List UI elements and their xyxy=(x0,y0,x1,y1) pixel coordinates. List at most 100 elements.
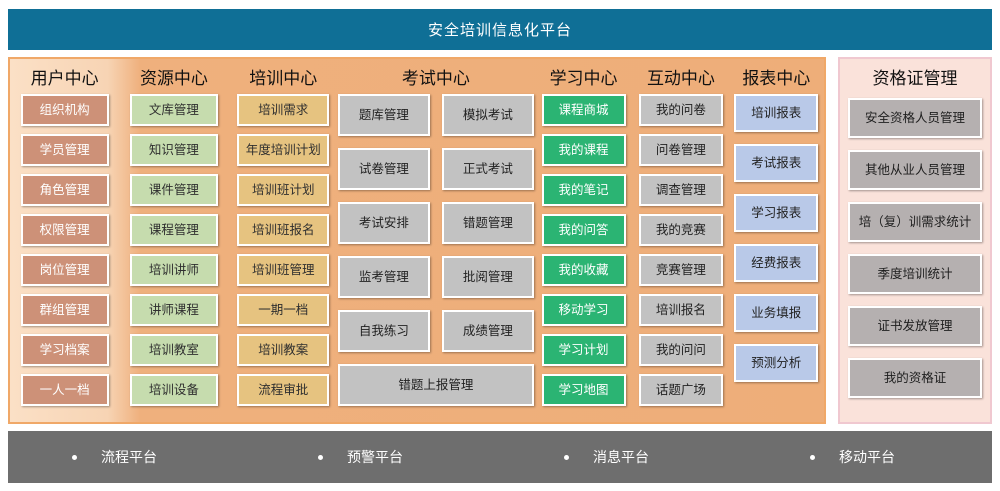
menu-button[interactable]: 组织机构 xyxy=(20,94,109,126)
button-list-study-center: 课程商城 我的课程 我的笔记 我的问答 我的收藏 移动学习 学习计划 学习地图 xyxy=(534,94,633,414)
menu-button[interactable]: 学习档案 xyxy=(20,334,109,366)
menu-button[interactable]: 我的问卷 xyxy=(638,94,723,126)
menu-button[interactable]: 岗位管理 xyxy=(20,254,109,286)
column-report-center: 报表中心 培训报表 考试报表 学习报表 经费报表 业务填报 预测分析 xyxy=(729,59,824,422)
menu-button[interactable]: 正式考试 xyxy=(441,148,534,190)
footer-item-mobile-platform[interactable]: 移动平台 xyxy=(746,447,992,467)
menu-button[interactable]: 培（复）训需求统计 xyxy=(848,202,982,242)
column-title-training-center: 培训中心 xyxy=(249,69,318,89)
footer-item-message-platform[interactable]: 消息平台 xyxy=(500,447,746,467)
bullet-icon xyxy=(318,454,323,460)
menu-button[interactable]: 年度培训计划 xyxy=(237,134,330,166)
menu-button[interactable]: 安全资格人员管理 xyxy=(848,98,982,138)
menu-button[interactable]: 培训教案 xyxy=(237,334,330,366)
menu-button[interactable]: 我的竞赛 xyxy=(638,214,723,246)
menu-button[interactable]: 知识管理 xyxy=(129,134,218,166)
menu-button-wide[interactable]: 错题上报管理 xyxy=(337,364,534,406)
main-module-panel: 用户中心 组织机构 学员管理 角色管理 权限管理 岗位管理 群组管理 学习档案 … xyxy=(8,57,826,424)
menu-button[interactable]: 流程审批 xyxy=(237,374,330,406)
menu-button[interactable]: 问卷管理 xyxy=(638,134,723,166)
column-resource-center: 资源中心 文库管理 知识管理 课件管理 课程管理 培训讲师 讲师课程 培训教室 … xyxy=(119,59,228,422)
menu-button[interactable]: 调查管理 xyxy=(638,174,723,206)
menu-button[interactable]: 错题管理 xyxy=(441,202,534,244)
menu-button[interactable]: 业务填报 xyxy=(734,294,819,332)
menu-button[interactable]: 模拟考试 xyxy=(441,94,534,136)
menu-button[interactable]: 学员管理 xyxy=(20,134,109,166)
column-title-exam-center: 考试中心 xyxy=(401,69,470,89)
page-title: 安全培训信息化平台 xyxy=(427,21,572,39)
button-list-user-center: 组织机构 学员管理 角色管理 权限管理 岗位管理 群组管理 学习档案 一人一档 xyxy=(10,94,119,414)
column-exam-center: 考试中心 题库管理 模拟考试 试卷管理 正式考试 考试安排 错题管理 监考管理 … xyxy=(337,59,534,422)
menu-button[interactable]: 题库管理 xyxy=(337,94,430,136)
menu-button[interactable]: 季度培训统计 xyxy=(848,254,982,294)
menu-button[interactable]: 课件管理 xyxy=(129,174,218,206)
menu-button[interactable]: 群组管理 xyxy=(20,294,109,326)
menu-button[interactable]: 培训报名 xyxy=(638,294,723,326)
bullet-icon xyxy=(810,454,815,460)
button-list-interaction-center: 我的问卷 问卷管理 调查管理 我的竞赛 竞赛管理 培训报名 我的问问 话题广场 xyxy=(633,94,728,414)
menu-button[interactable]: 文库管理 xyxy=(129,94,218,126)
menu-button[interactable]: 我的问答 xyxy=(541,214,626,246)
bullet-icon xyxy=(564,454,569,460)
menu-button[interactable]: 培训设备 xyxy=(129,374,218,406)
menu-button[interactable]: 培训报表 xyxy=(734,94,819,132)
menu-button[interactable]: 监考管理 xyxy=(337,256,430,298)
menu-button[interactable]: 角色管理 xyxy=(20,174,109,206)
menu-button[interactable]: 预测分析 xyxy=(734,344,819,382)
platform-footer-bar: 流程平台 预警平台 消息平台 移动平台 xyxy=(8,431,992,483)
menu-button[interactable]: 竞赛管理 xyxy=(638,254,723,286)
menu-button[interactable]: 讲师课程 xyxy=(129,294,218,326)
column-interaction-center: 互动中心 我的问卷 问卷管理 调查管理 我的竞赛 竞赛管理 培训报名 我的问问 … xyxy=(633,59,728,422)
menu-button[interactable]: 培训教室 xyxy=(129,334,218,366)
menu-button[interactable]: 我的问问 xyxy=(638,334,723,366)
menu-button[interactable]: 我的课程 xyxy=(541,134,626,166)
column-title-study-center: 学习中心 xyxy=(549,69,618,89)
app-title-bar: 安全培训信息化平台 xyxy=(8,9,992,50)
button-list-resource-center: 文库管理 知识管理 课件管理 课程管理 培训讲师 讲师课程 培训教室 培训设备 xyxy=(119,94,228,414)
column-title-resource-center: 资源中心 xyxy=(139,69,208,89)
menu-button[interactable]: 考试报表 xyxy=(734,144,819,182)
menu-button[interactable]: 学习地图 xyxy=(541,374,626,406)
menu-button[interactable]: 自我练习 xyxy=(337,310,430,352)
footer-item-alert-platform[interactable]: 预警平台 xyxy=(254,447,500,467)
menu-button[interactable]: 培训需求 xyxy=(237,94,330,126)
menu-button[interactable]: 一人一档 xyxy=(20,374,109,406)
menu-button[interactable]: 考试安排 xyxy=(337,202,430,244)
menu-button[interactable]: 培训班管理 xyxy=(237,254,330,286)
menu-button[interactable]: 权限管理 xyxy=(20,214,109,246)
menu-button[interactable]: 我的收藏 xyxy=(541,254,626,286)
menu-button[interactable]: 我的资格证 xyxy=(848,358,982,398)
footer-item-label: 流程平台 xyxy=(101,450,157,466)
menu-button[interactable]: 培训讲师 xyxy=(129,254,218,286)
column-title-certificate-management: 资格证管理 xyxy=(872,69,958,89)
menu-button[interactable]: 移动学习 xyxy=(541,294,626,326)
footer-item-label: 移动平台 xyxy=(839,450,895,466)
menu-button[interactable]: 证书发放管理 xyxy=(848,306,982,346)
button-grid-exam-center: 题库管理 模拟考试 试卷管理 正式考试 考试安排 错题管理 监考管理 批阅管理 … xyxy=(337,94,534,352)
menu-button[interactable]: 培训班计划 xyxy=(237,174,330,206)
footer-item-process-platform[interactable]: 流程平台 xyxy=(8,447,254,467)
menu-button[interactable]: 经费报表 xyxy=(734,244,819,282)
menu-button[interactable]: 其他从业人员管理 xyxy=(848,150,982,190)
column-training-center: 培训中心 培训需求 年度培训计划 培训班计划 培训班报名 培训班管理 一期一档 … xyxy=(229,59,338,422)
menu-button[interactable]: 批阅管理 xyxy=(441,256,534,298)
column-title-user-center: 用户中心 xyxy=(30,69,99,89)
column-title-report-center: 报表中心 xyxy=(742,69,811,89)
bullet-icon xyxy=(72,454,77,460)
menu-button[interactable]: 培训班报名 xyxy=(237,214,330,246)
column-study-center: 学习中心 课程商城 我的课程 我的笔记 我的问答 我的收藏 移动学习 学习计划 … xyxy=(534,59,633,422)
menu-button[interactable]: 课程管理 xyxy=(129,214,218,246)
menu-button[interactable]: 学习报表 xyxy=(734,194,819,232)
menu-button[interactable]: 课程商城 xyxy=(541,94,626,126)
menu-button[interactable]: 试卷管理 xyxy=(337,148,430,190)
column-user-center: 用户中心 组织机构 学员管理 角色管理 权限管理 岗位管理 群组管理 学习档案 … xyxy=(10,59,119,422)
column-title-interaction-center: 互动中心 xyxy=(646,69,715,89)
menu-button[interactable]: 一期一档 xyxy=(237,294,330,326)
menu-button[interactable]: 话题广场 xyxy=(638,374,723,406)
menu-button[interactable]: 我的笔记 xyxy=(541,174,626,206)
menu-button[interactable]: 成绩管理 xyxy=(441,310,534,352)
button-list-training-center: 培训需求 年度培训计划 培训班计划 培训班报名 培训班管理 一期一档 培训教案 … xyxy=(229,94,338,414)
footer-item-label: 消息平台 xyxy=(593,450,649,466)
menu-button[interactable]: 学习计划 xyxy=(541,334,626,366)
